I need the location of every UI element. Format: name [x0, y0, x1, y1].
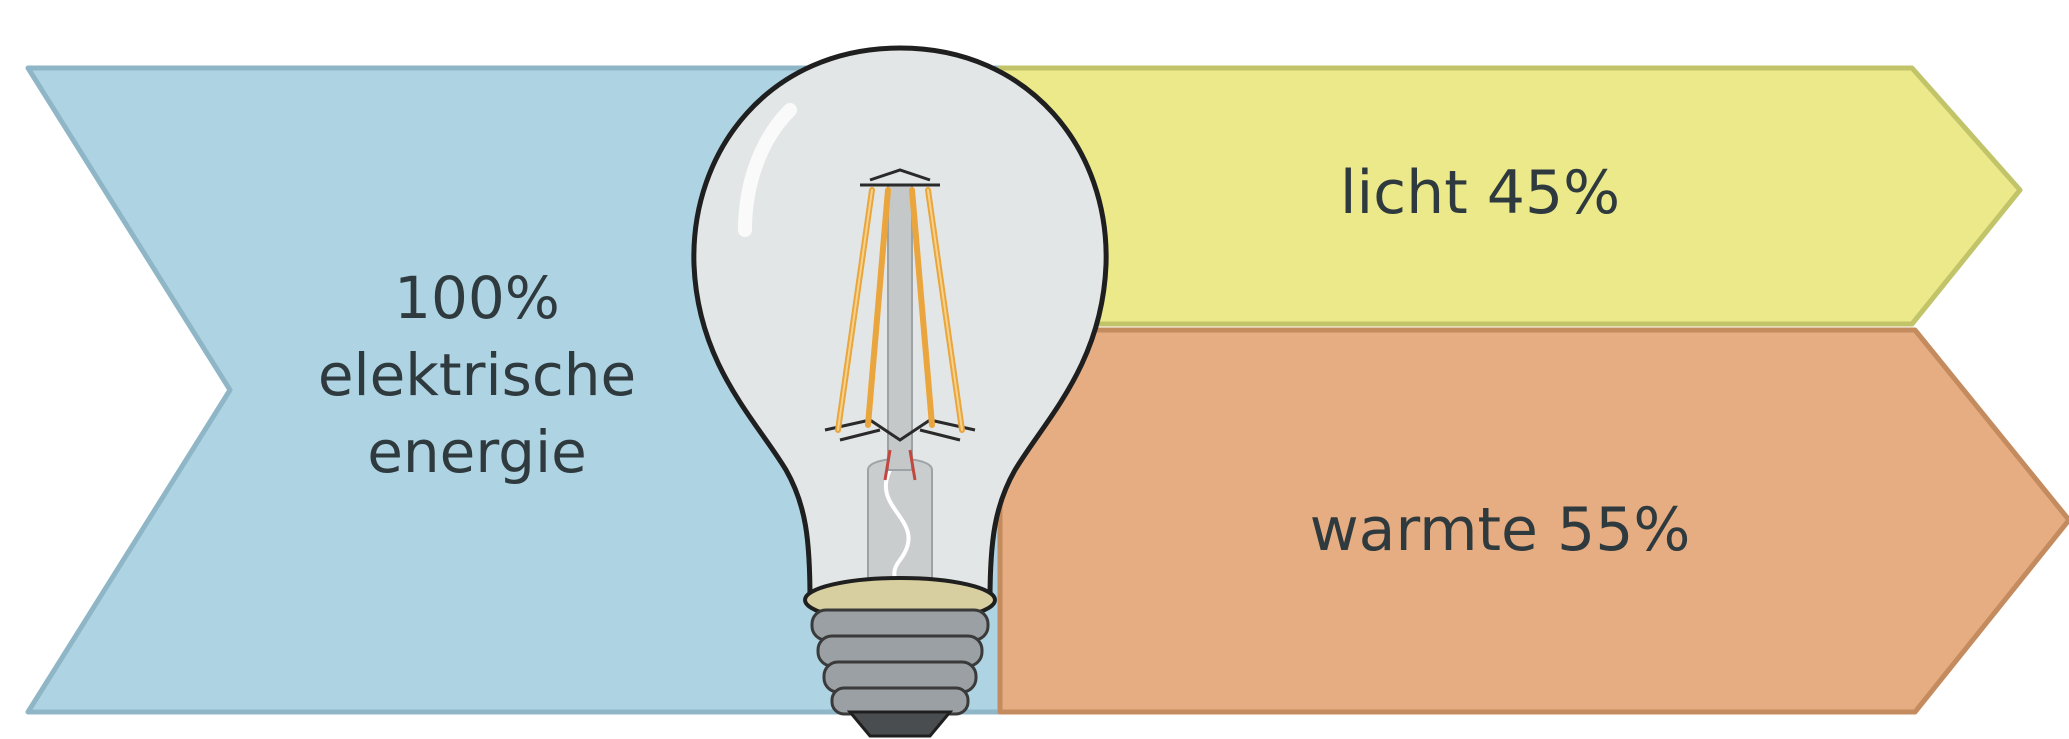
- light-output-label: licht 45%: [1340, 158, 1620, 228]
- support-rod: [888, 185, 912, 470]
- bulb-stem: [868, 459, 932, 595]
- input-energy-label: energie: [367, 418, 587, 486]
- heat-output-label: warmte 55%: [1310, 495, 1691, 565]
- input-percent-label: 100%: [394, 264, 560, 332]
- screw-base: [812, 610, 988, 736]
- input-electric-label: elektrische: [318, 341, 636, 409]
